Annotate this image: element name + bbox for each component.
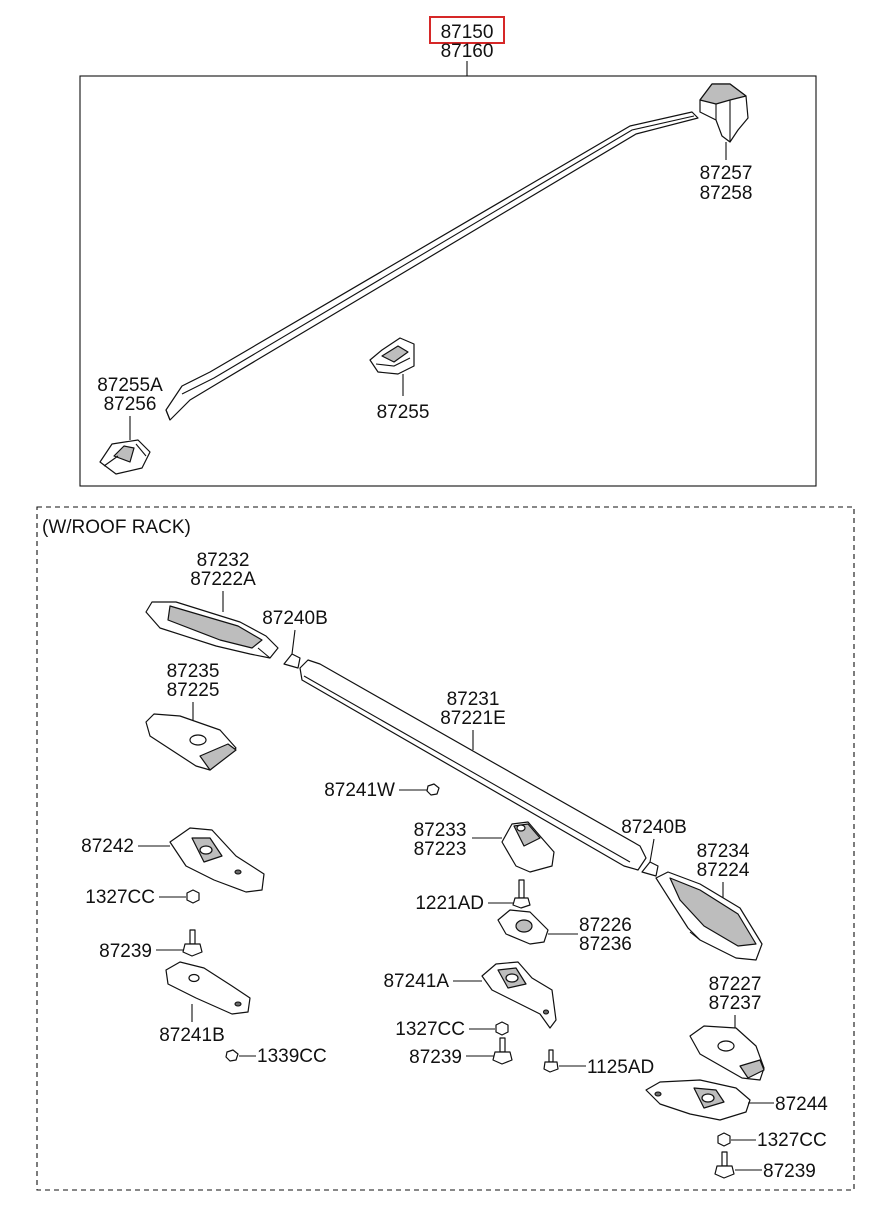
nut-mid[interactable]	[495, 1021, 509, 1036]
label-bolt-rear[interactable]: 87239	[763, 1161, 816, 1182]
screw-mid[interactable]	[512, 879, 531, 909]
nut-left[interactable]	[186, 889, 200, 904]
label-front-clip-a[interactable]: 87255A	[97, 375, 163, 396]
nut-bottom-left[interactable]	[225, 1049, 239, 1062]
label-nut-rear[interactable]: 1327CC	[757, 1130, 827, 1151]
front-cover[interactable]	[145, 601, 279, 659]
bolt-rear[interactable]	[714, 1151, 735, 1179]
label-rear-cover-a[interactable]: 87234	[697, 841, 750, 862]
front-pad[interactable]	[145, 713, 237, 771]
label-screw-mid-low[interactable]: 1125AD	[587, 1057, 654, 1078]
highlighted-part-box[interactable]	[429, 16, 505, 44]
label-nut-bottom-left[interactable]: 1339CC	[257, 1046, 327, 1067]
label-mid-cover-a[interactable]: 87233	[414, 820, 467, 841]
bracket-left[interactable]	[169, 827, 265, 893]
label-rear-cover-b[interactable]: 87224	[697, 860, 750, 881]
bolt-mid[interactable]	[492, 1037, 513, 1065]
label-mid-pad-b[interactable]: 87236	[579, 934, 632, 955]
label-front-pad-b[interactable]: 87225	[167, 680, 220, 701]
mid-pad[interactable]	[497, 909, 549, 945]
label-spacer-rear[interactable]: 87240B	[621, 817, 687, 838]
nut-rear[interactable]	[717, 1132, 731, 1147]
label-spacer-front[interactable]: 87240B	[262, 608, 328, 629]
label-bolt-mid[interactable]: 87239	[409, 1047, 462, 1068]
label-rear-pad-b[interactable]: 87237	[709, 993, 762, 1014]
label-plate-left[interactable]: 87241B	[159, 1025, 225, 1046]
label-front-cover-a[interactable]: 87232	[197, 550, 250, 571]
plate-left[interactable]	[165, 961, 251, 1015]
label-rear-end-cap-a[interactable]: 87257	[700, 163, 753, 184]
rear-end-cap[interactable]	[699, 83, 749, 143]
spacer-front[interactable]	[283, 653, 301, 669]
center-clip[interactable]	[369, 337, 415, 375]
rear-cover[interactable]	[655, 871, 763, 961]
roof-rack-section-title: (W/ROOF RACK)	[42, 517, 191, 538]
bracket-mid[interactable]	[481, 961, 557, 1029]
label-front-clip-b[interactable]: 87256	[104, 394, 157, 415]
label-rear-pad-a[interactable]: 87227	[709, 974, 762, 995]
bolt-left[interactable]	[182, 929, 203, 957]
label-bolt-left[interactable]: 87239	[99, 941, 152, 962]
spacer-rear[interactable]	[641, 861, 659, 877]
part-number-paired[interactable]: 87160	[441, 41, 494, 62]
screw-mid-low[interactable]	[543, 1049, 559, 1073]
rear-pad[interactable]	[689, 1025, 765, 1081]
label-front-pad-a[interactable]: 87235	[167, 661, 220, 682]
label-screw-mid[interactable]: 1221AD	[415, 893, 484, 914]
label-rail-a[interactable]: 87231	[447, 689, 500, 710]
nut-small[interactable]	[426, 783, 440, 796]
top-section-frame	[79, 75, 817, 487]
spacer-front-leader	[291, 629, 296, 655]
front-clip[interactable]	[99, 439, 151, 475]
label-bracket-rear[interactable]: 87244	[775, 1094, 828, 1115]
part-number-highlighted[interactable]: 87150	[441, 22, 494, 43]
label-nut-small[interactable]: 87241W	[324, 780, 395, 801]
spacer-rear-leader	[649, 838, 655, 863]
label-rail-b[interactable]: 87221E	[440, 708, 506, 729]
label-front-cover-b[interactable]: 87222A	[190, 569, 256, 590]
roof-rack-section-frame	[36, 506, 855, 1191]
roof-rack-rail[interactable]	[299, 659, 647, 871]
label-nut-left[interactable]: 1327CC	[85, 887, 155, 908]
label-mid-pad-a[interactable]: 87226	[579, 915, 632, 936]
roof-rail-molding[interactable]	[165, 111, 699, 421]
label-rear-end-cap-b[interactable]: 87258	[700, 183, 753, 204]
label-bracket-mid[interactable]: 87241A	[383, 971, 449, 992]
label-bracket-left[interactable]: 87242	[81, 836, 134, 857]
mid-cover[interactable]	[501, 821, 555, 873]
label-nut-mid[interactable]: 1327CC	[395, 1019, 465, 1040]
bracket-rear[interactable]	[645, 1079, 751, 1121]
label-center-clip[interactable]: 87255	[377, 402, 430, 423]
label-mid-cover-b[interactable]: 87223	[414, 839, 467, 860]
